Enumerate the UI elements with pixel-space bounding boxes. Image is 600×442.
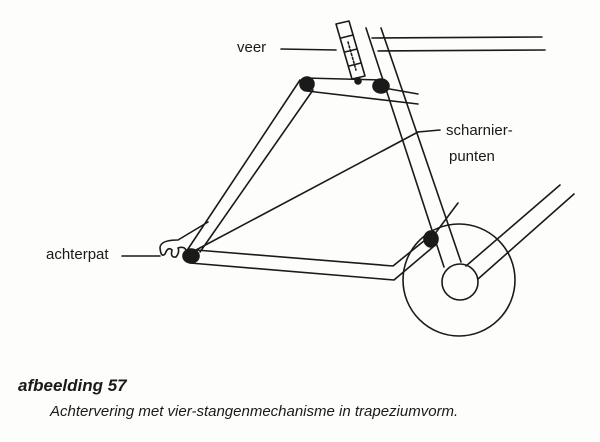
pivot-lower-right (423, 230, 439, 248)
dropout (159, 221, 209, 263)
label-spring: veer (237, 39, 267, 56)
figure-caption: Achtervering met vier-stangenmechanisme … (50, 403, 459, 420)
label-pivots-line1: scharnier- (446, 122, 513, 139)
pivot-leader-line (195, 131, 419, 251)
pivot-leader-line (417, 129, 441, 133)
chainring (402, 223, 516, 337)
label-pivots-line2: punten (449, 148, 495, 165)
seat-stay (185, 79, 314, 253)
seat-tube (365, 27, 462, 268)
upper-link (304, 77, 419, 105)
spring-shock (280, 20, 366, 85)
pivot-upper-right (372, 78, 390, 94)
chain-stay (189, 235, 434, 281)
pivot-points (182, 76, 439, 264)
down-tube (465, 184, 575, 280)
pivot-dropout (182, 248, 200, 264)
label-dropout: achterpat (46, 246, 109, 263)
top-tube (371, 36, 546, 52)
figure-number: afbeelding 57 (18, 376, 127, 395)
bottom-bracket (441, 263, 479, 301)
pivot-upper-left (299, 76, 315, 92)
